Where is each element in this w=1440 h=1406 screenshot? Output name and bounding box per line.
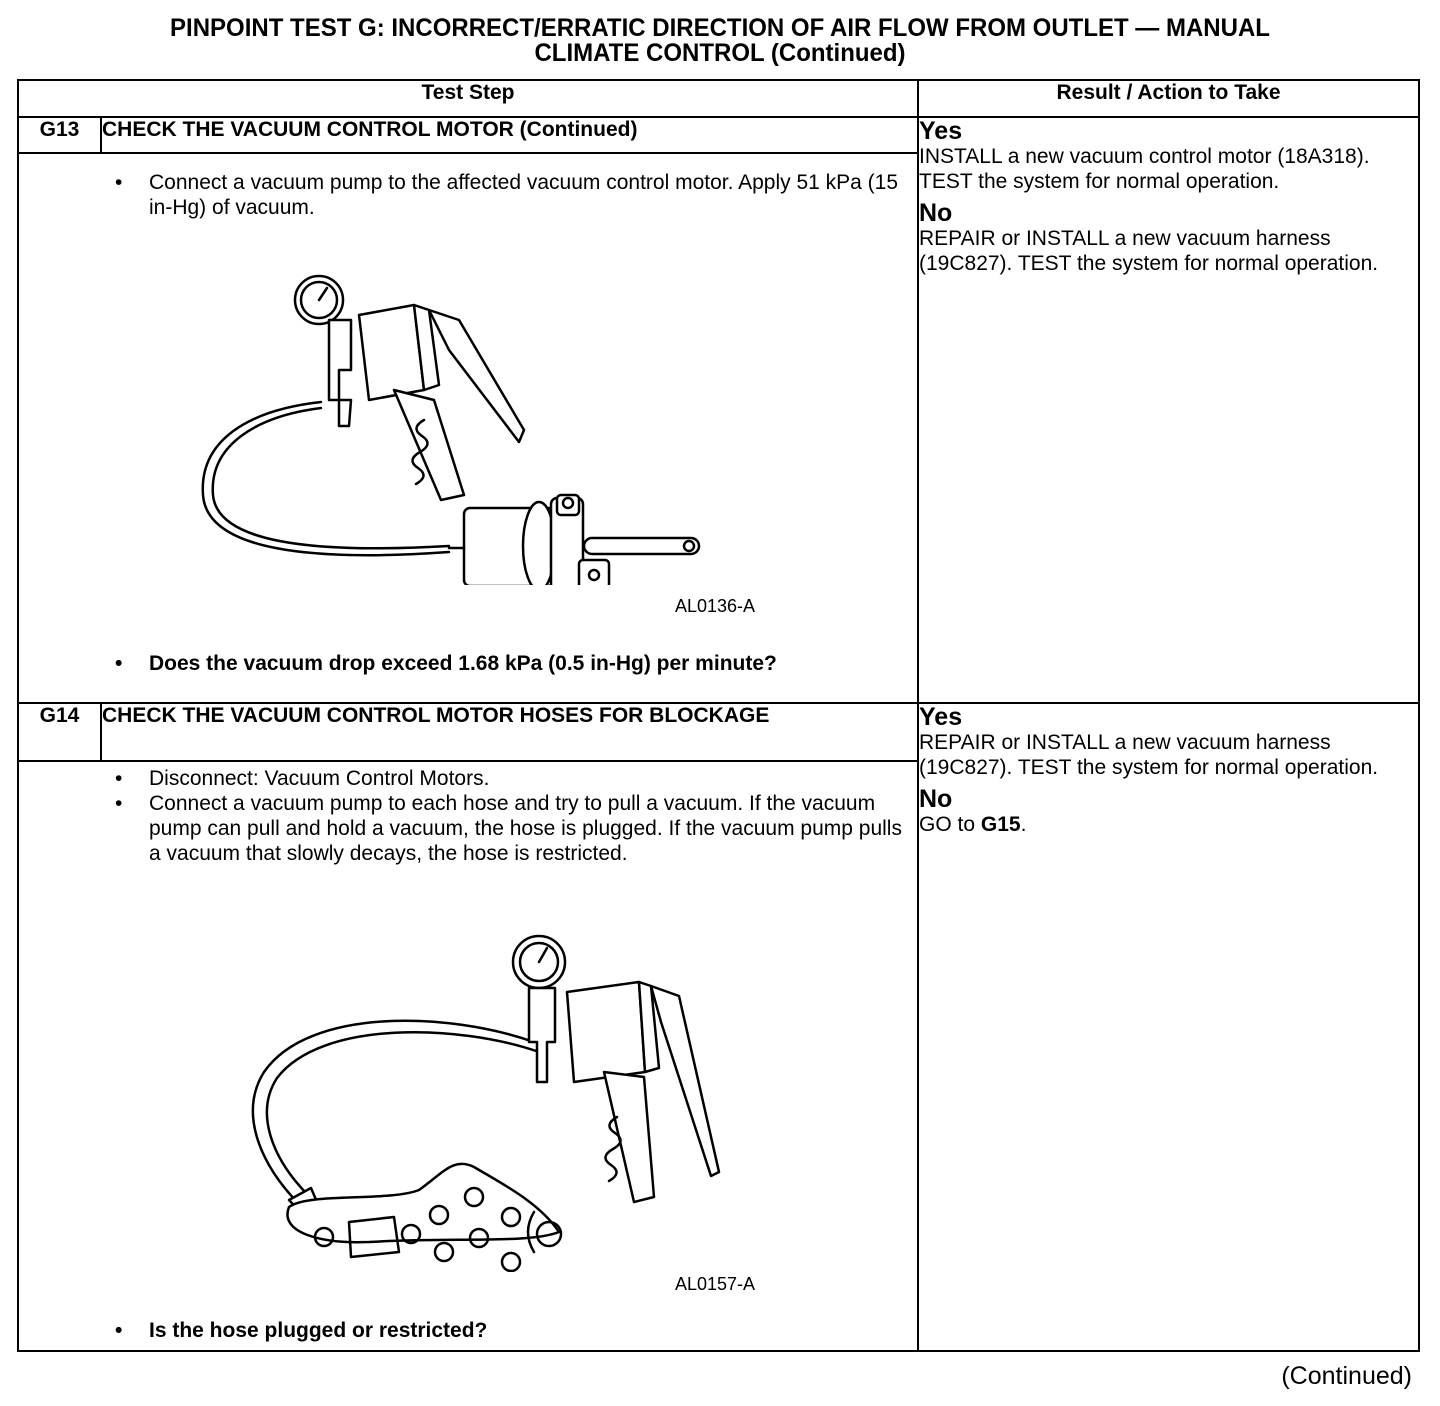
step-bullet: Connect a vacuum pump to the affected va…: [115, 170, 909, 220]
continued-label: (Continued): [1281, 1362, 1412, 1390]
result-no-text: REPAIR or INSTALL a new vacuum harness (…: [919, 227, 1379, 275]
result-no-text-link: G15: [980, 813, 1021, 836]
header-test-step: Test Step: [17, 79, 919, 118]
step-question: Does the vacuum drop exceed 1.68 kPa (0.…: [115, 651, 909, 676]
step-question: Is the hose plugged or restricted?: [115, 1318, 909, 1343]
step-bullet: Connect a vacuum pump to each hose and t…: [115, 791, 909, 866]
figure-code: AL0157-A: [674, 1274, 755, 1294]
step-id-g14: G14: [17, 702, 102, 762]
result-no-label: No: [919, 199, 953, 227]
result-yes-text: REPAIR or INSTALL a new vacuum harness (…: [919, 731, 1379, 779]
step-body-g14: Disconnect: Vacuum Control Motors. Conne…: [17, 760, 919, 1352]
vacuum-pump-hose-figure: [251, 934, 721, 1272]
result-cell-g13: Yes INSTALL a new vacuum control motor (…: [917, 116, 1420, 704]
step-body-g13: Connect a vacuum pump to the affected va…: [17, 152, 919, 704]
result-yes-label: Yes: [919, 703, 963, 731]
result-cell-g14: Yes REPAIR or INSTALL a new vacuum harne…: [917, 702, 1420, 1352]
step-bullet: Disconnect: Vacuum Control Motors.: [115, 766, 909, 791]
page-title-line-2: CLIMATE CONTROL (Continued): [534, 39, 906, 67]
result-no-text-prefix: GO to: [919, 813, 981, 836]
page-title-line-1: PINPOINT TEST G: INCORRECT/ERRATIC DIREC…: [170, 14, 1270, 42]
header-result-action: Result / Action to Take: [917, 79, 1420, 118]
result-yes-label: Yes: [919, 117, 963, 145]
step-title-g14: CHECK THE VACUUM CONTROL MOTOR HOSES FOR…: [100, 702, 919, 762]
result-yes-text: INSTALL a new vacuum control motor (18A3…: [919, 145, 1370, 193]
figure-code: AL0136-A: [674, 596, 755, 616]
result-no-text: GO to G15.: [919, 812, 1418, 837]
step-id-g13: G13: [17, 116, 102, 154]
vacuum-pump-control-motor-figure: [201, 274, 701, 585]
page-title: PINPOINT TEST G: INCORRECT/ERRATIC DIREC…: [29, 16, 1411, 66]
result-no-text-suffix: .: [1020, 813, 1027, 836]
step-title-g13: CHECK THE VACUUM CONTROL MOTOR (Continue…: [100, 116, 919, 154]
pinpoint-test-table: Test Step Result / Action to Take G13 CH…: [17, 79, 1420, 1352]
result-no-label: No: [919, 785, 953, 813]
